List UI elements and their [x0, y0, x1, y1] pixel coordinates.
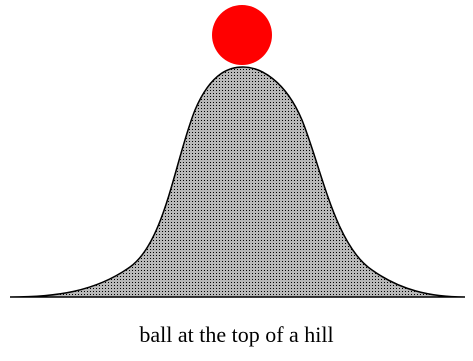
- ball: [212, 5, 272, 65]
- caption: ball at the top of a hill: [0, 322, 473, 348]
- hill: [10, 67, 465, 297]
